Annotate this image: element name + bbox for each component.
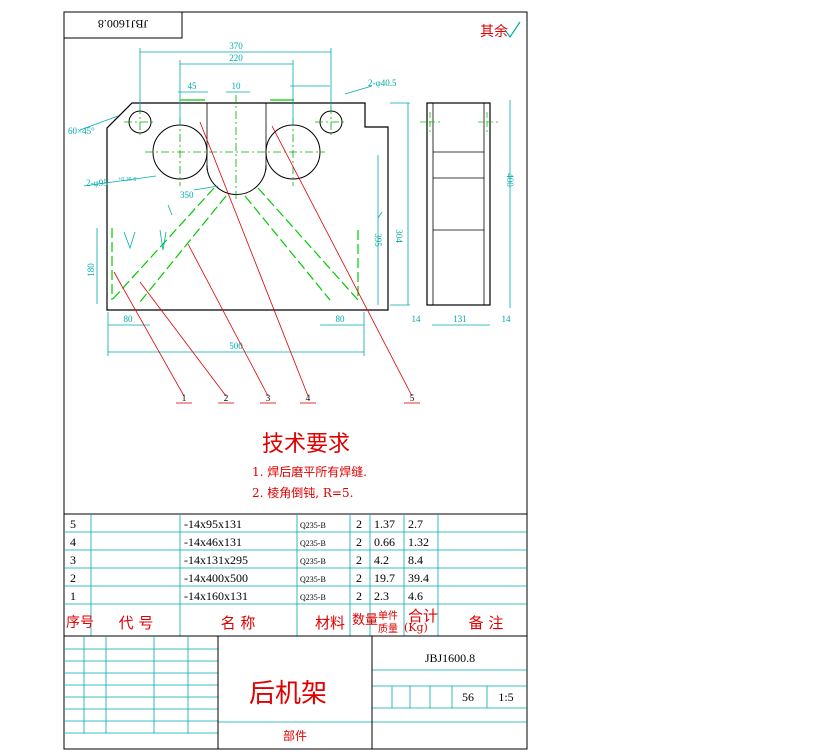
dim-80-left: 80	[124, 314, 134, 324]
bom-cell-seq: 3	[70, 553, 76, 567]
balloon-4: 4	[306, 393, 311, 403]
bom-cell-qty: 2	[356, 589, 362, 603]
bom-cell-name: -14x46x131	[184, 535, 242, 549]
leader-lines	[113, 121, 420, 404]
dim-304: 304	[394, 229, 404, 243]
dim-395: 395	[373, 233, 383, 247]
dim-80-right: 80	[336, 314, 346, 324]
bom-cell-name: -14x131x295	[184, 553, 248, 567]
bom-cell-total-weight: 4.6	[408, 589, 423, 603]
balloon-2: 2	[224, 393, 229, 403]
bom-cell-unit-weight: 0.66	[374, 535, 395, 549]
dim-10: 10	[232, 81, 242, 91]
title-block	[64, 636, 527, 749]
bom-cell-unit-weight: 4.2	[374, 553, 389, 567]
bom-cell-name: -14x400x500	[184, 571, 248, 585]
dim-large-holes: 2-φ95	[86, 178, 108, 188]
bom-cell-qty: 2	[356, 553, 362, 567]
bom-header-material: 材料	[315, 614, 345, 632]
bom-cell-seq: 1	[70, 589, 76, 603]
bom-cell-name: -14x95x131	[184, 517, 242, 531]
bom-header: 序号 代 号 名 称 材料 数量 单件 质量 (Kg) 合计 备 注	[66, 607, 503, 635]
bom-header-unit: (Kg)	[404, 621, 428, 634]
side-view	[420, 102, 498, 306]
title-drawing-no: JBJ1600.8	[425, 651, 475, 665]
tech-requirement-1: 1. 焊后磨平所有焊缝.	[252, 464, 367, 479]
balloon-3: 3	[266, 393, 271, 403]
roughness-check-icon	[504, 21, 521, 39]
part-name: 后机架	[249, 679, 327, 709]
rest-roughness-label: 其余	[480, 23, 508, 40]
dim-180: 180	[86, 263, 96, 277]
dim-side-14-right: 14	[502, 314, 512, 324]
bom-table	[64, 513, 527, 637]
title-category: 部件	[283, 728, 307, 743]
bom-header-unit-weight-top: 单件	[378, 610, 398, 622]
bom-header-name: 名 称	[221, 614, 256, 632]
slot-arc	[206, 164, 267, 195]
bom-cell-seq: 2	[70, 571, 76, 585]
tech-requirements-title: 技术要求	[262, 432, 350, 457]
bom-cell-unit-weight: 2.3	[374, 589, 389, 603]
bom-cell-seq: 5	[70, 517, 76, 531]
dim-45: 45	[188, 81, 198, 91]
bom-header-unit-weight-bottom: 质量	[378, 623, 398, 635]
title-scale: 1:5	[498, 690, 513, 704]
bom-cell-total-weight: 8.4	[408, 553, 423, 567]
drawing-number-box	[63, 11, 183, 39]
bom-cell-material: Q235-B	[300, 593, 326, 602]
drawing-border	[63, 11, 528, 750]
dim-side-14-left: 14	[412, 314, 422, 324]
dim-large-holes-tolerance: +0.35 0	[118, 177, 136, 183]
bom-cell-material: Q235-B	[300, 557, 326, 566]
dim-chamfer: 60×45°	[68, 126, 95, 136]
dim-400: 400	[505, 173, 515, 187]
bom-header-total: 合计	[408, 607, 438, 625]
bom-cell-material: Q235-B	[300, 539, 326, 548]
bom-header-qty: 数量	[352, 613, 378, 628]
dim-small-holes: 2-φ40.5	[368, 78, 397, 88]
drawing-number-rotated: JBJ1600.8	[98, 17, 148, 31]
front-view	[106, 95, 389, 311]
bom-cell-unit-weight: 19.7	[374, 571, 395, 585]
bom-cell-qty: 2	[356, 535, 362, 549]
title-weight: 56	[462, 690, 474, 704]
bom-cell-total-weight: 1.32	[408, 535, 429, 549]
dim-r350: 350	[180, 190, 194, 200]
plate-outline	[106, 102, 389, 311]
bom-cell-unit-weight: 1.37	[374, 517, 395, 531]
bom-cell-qty: 2	[356, 571, 362, 585]
bom-header-seq: 序号	[66, 615, 94, 631]
bom-cell-name: -14x160x131	[184, 589, 248, 603]
balloon-5: 5	[410, 393, 415, 403]
bom-header-note: 备 注	[469, 614, 504, 632]
dim-side-131: 131	[453, 314, 467, 324]
bom-cell-qty: 2	[356, 517, 362, 531]
dimension-lines	[79, 48, 511, 356]
bom-cell-total-weight: 39.4	[408, 571, 429, 585]
bom-cell-seq: 4	[70, 535, 76, 549]
tech-requirement-2: 2. 棱角倒钝, R=5.	[252, 485, 353, 500]
bom-header-code: 代 号	[119, 614, 154, 632]
dim-inner-top: 220	[229, 53, 243, 63]
bom-cell-material: Q235-B	[300, 575, 326, 584]
bom-cell-total-weight: 2.7	[408, 517, 423, 531]
dim-500: 500	[229, 341, 243, 351]
balloon-1: 1	[182, 393, 187, 403]
dim-overall-top: 370	[229, 41, 243, 51]
bom-cell-material: Q235-B	[300, 521, 326, 530]
